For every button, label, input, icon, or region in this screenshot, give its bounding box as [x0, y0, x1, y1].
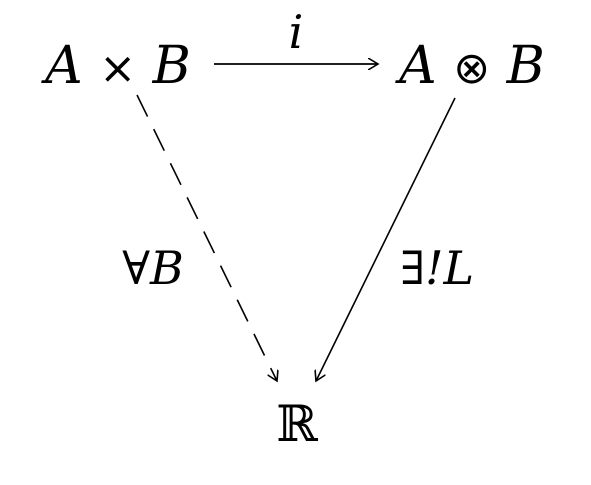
arrow-forall-b — [136, 94, 277, 381]
tensor-symbol: ⊗ — [453, 43, 491, 94]
times-symbol: × — [99, 43, 137, 94]
node-cartesian-a: A — [45, 36, 83, 96]
arrow-exists-unique-l — [316, 97, 456, 381]
label-exists-unique-l-text: ∃!L — [400, 241, 474, 295]
label-forall-b: ∀B — [122, 245, 184, 291]
node-tensor-b: B — [506, 36, 545, 96]
label-forall-b-text: ∀B — [122, 241, 184, 295]
node-tensor-a: A — [399, 36, 437, 96]
node-cartesian-product: A × B — [45, 40, 191, 92]
node-tensor-product: A ⊗ B — [399, 40, 545, 92]
node-reals: ℝ — [276, 399, 318, 449]
label-exists-unique-l: ∃!L — [400, 245, 474, 291]
label-i: i — [289, 9, 304, 55]
node-cartesian-b: B — [152, 36, 191, 96]
label-i-text: i — [288, 5, 304, 59]
reals-symbol: ℝ — [276, 395, 318, 453]
